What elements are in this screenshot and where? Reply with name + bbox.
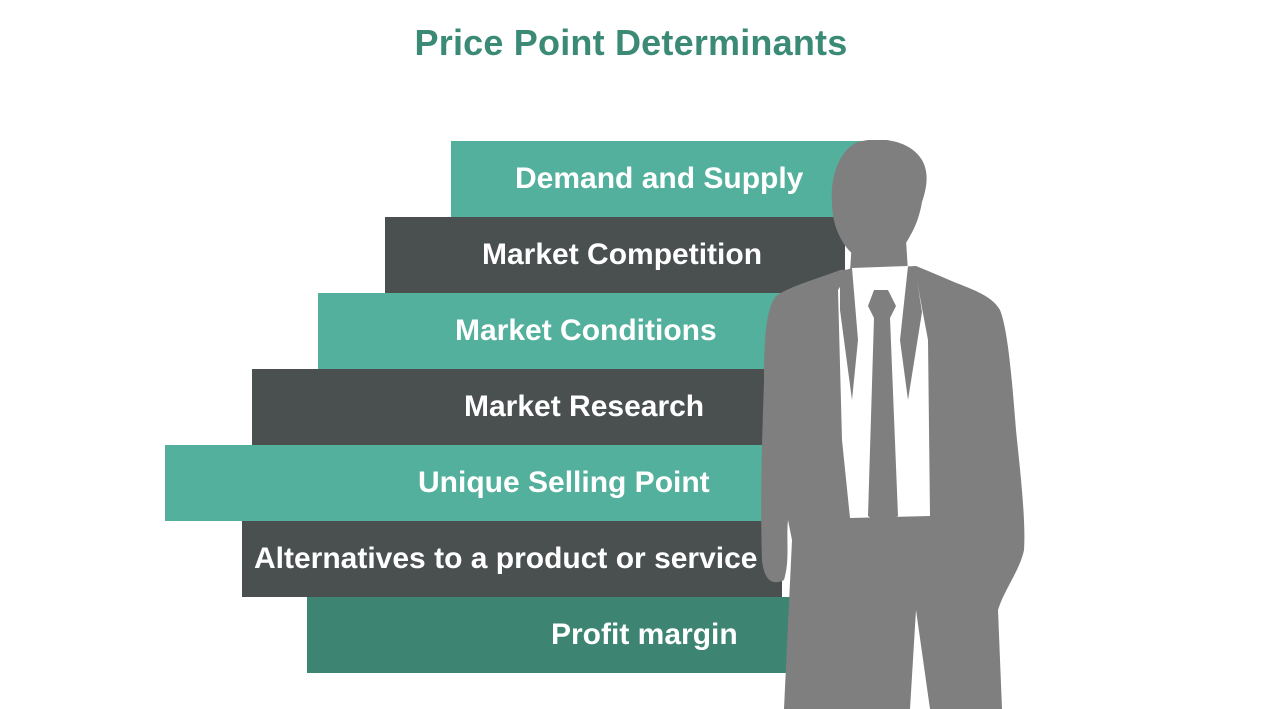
step-label: Market Conditions xyxy=(455,314,717,347)
step-label: Demand and Supply xyxy=(515,162,804,195)
step-alternatives: Alternatives to a product or service xyxy=(242,521,782,597)
step-demand-and-supply: Demand and Supply xyxy=(451,141,866,217)
step-market-research: Market Research xyxy=(252,369,782,445)
page-title: Price Point Determinants xyxy=(414,22,848,63)
step-label: Market Research xyxy=(464,390,705,423)
businessman-silhouette-icon xyxy=(761,140,1025,709)
step-label: Alternatives to a product or service xyxy=(254,542,758,575)
step-market-conditions: Market Conditions xyxy=(318,293,798,369)
step-market-competition: Market Competition xyxy=(385,217,845,293)
step-label: Unique Selling Point xyxy=(418,466,710,499)
step-label: Market Competition xyxy=(482,238,763,271)
step-unique-selling-point: Unique Selling Point xyxy=(165,445,785,521)
step-label: Profit margin xyxy=(551,618,738,651)
step-profit-margin: Profit margin xyxy=(307,597,807,673)
